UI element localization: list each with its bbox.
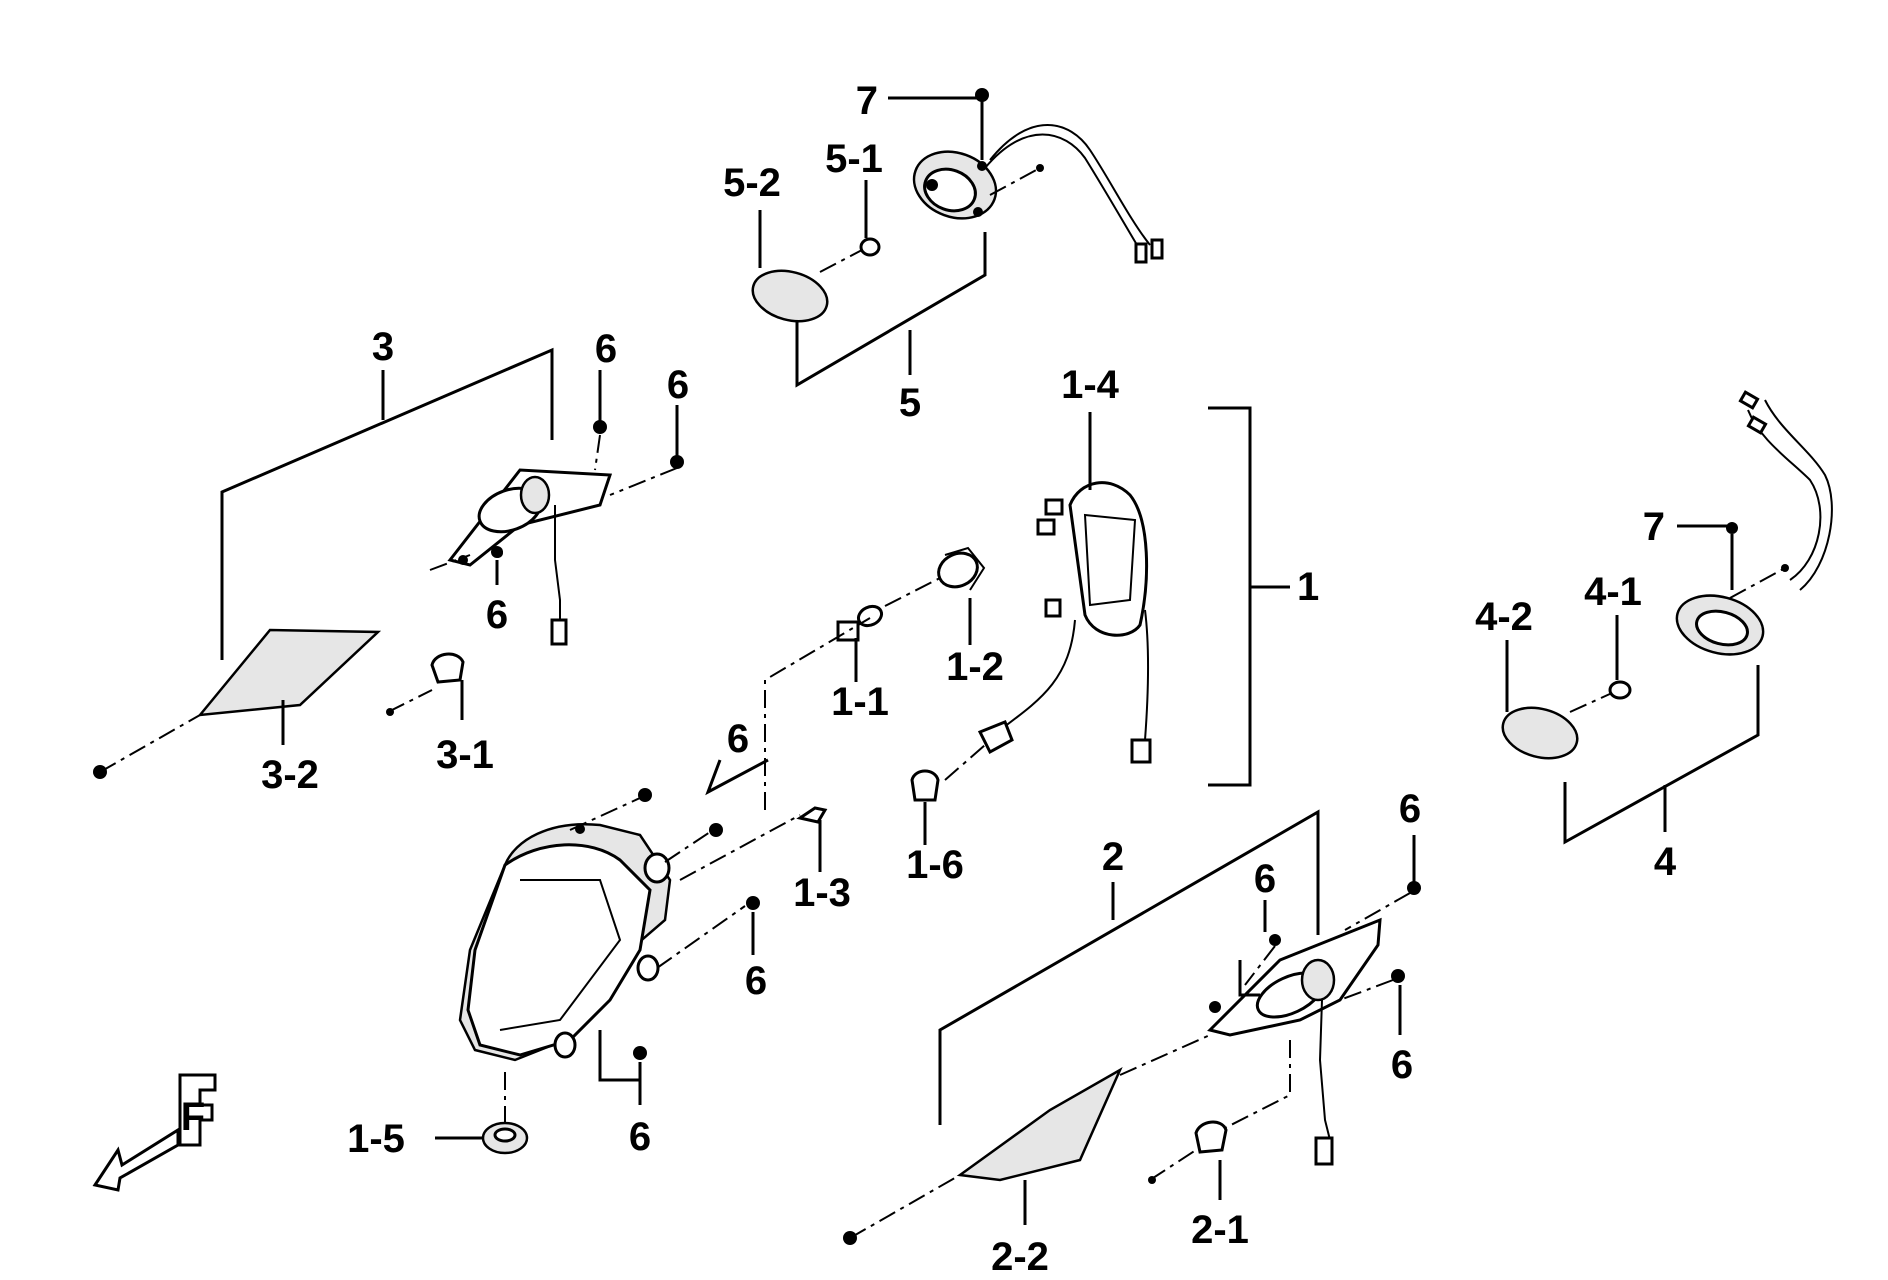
label-6-h: 6 <box>1399 787 1421 831</box>
callouts-5: 7 5-1 5-2 5 <box>723 79 989 425</box>
label-6-d: 6 <box>727 717 749 761</box>
label-2-1: 2-1 <box>1191 1208 1249 1252</box>
label-6-e: 6 <box>745 959 767 1003</box>
label-1-5: 1-5 <box>347 1117 405 1161</box>
turn-signal-assembly-5 <box>751 124 1164 323</box>
label-3-1: 3-1 <box>436 733 494 777</box>
label-1-2: 1-2 <box>946 645 1004 689</box>
label-1-3: 1-3 <box>793 871 851 915</box>
label-1: 1 <box>1297 565 1319 609</box>
label-1-4: 1-4 <box>1061 363 1120 407</box>
label-5: 5 <box>899 381 921 425</box>
callouts-4: 7 4-1 4-2 4 <box>1475 505 1760 884</box>
label-7-top: 7 <box>856 79 878 123</box>
headlight-assembly-1 <box>458 481 1152 1155</box>
label-4-1: 4-1 <box>1584 570 1642 614</box>
label-6-b: 6 <box>667 363 689 407</box>
label-6-i: 6 <box>1391 1043 1413 1087</box>
label-3-2: 3-2 <box>261 753 319 797</box>
label-1-1: 1-1 <box>831 680 889 724</box>
label-7-right: 7 <box>1643 505 1665 549</box>
callouts-3: 3 6 6 6 3-1 3-2 <box>220 325 689 797</box>
label-1-6: 1-6 <box>906 843 964 887</box>
label-6-g: 6 <box>1254 857 1276 901</box>
label-5-2: 5-2 <box>723 161 781 205</box>
label-5-1: 5-1 <box>825 137 883 181</box>
turn-signal-assembly-4 <box>1501 390 1833 760</box>
turn-signal-assembly-3 <box>93 468 613 779</box>
turn-signal-assembly-2 <box>843 917 1382 1245</box>
label-4-2: 4-2 <box>1475 595 1533 639</box>
front-direction-marker: F <box>92 1073 217 1192</box>
front-marker-letter: F <box>181 1095 205 1139</box>
label-3: 3 <box>372 325 394 369</box>
callouts-1: 1 1-4 1-1 1-2 6 1-3 1-6 6 6 1-5 <box>347 363 1319 1161</box>
label-6-a: 6 <box>595 327 617 371</box>
label-6-f: 6 <box>629 1115 651 1159</box>
label-4: 4 <box>1654 840 1677 884</box>
label-2: 2 <box>1102 835 1124 879</box>
label-6-c: 6 <box>486 593 508 637</box>
label-2-2: 2-2 <box>991 1235 1049 1279</box>
callouts-2: 2 6 6 6 2-1 2-2 <box>938 787 1421 1279</box>
